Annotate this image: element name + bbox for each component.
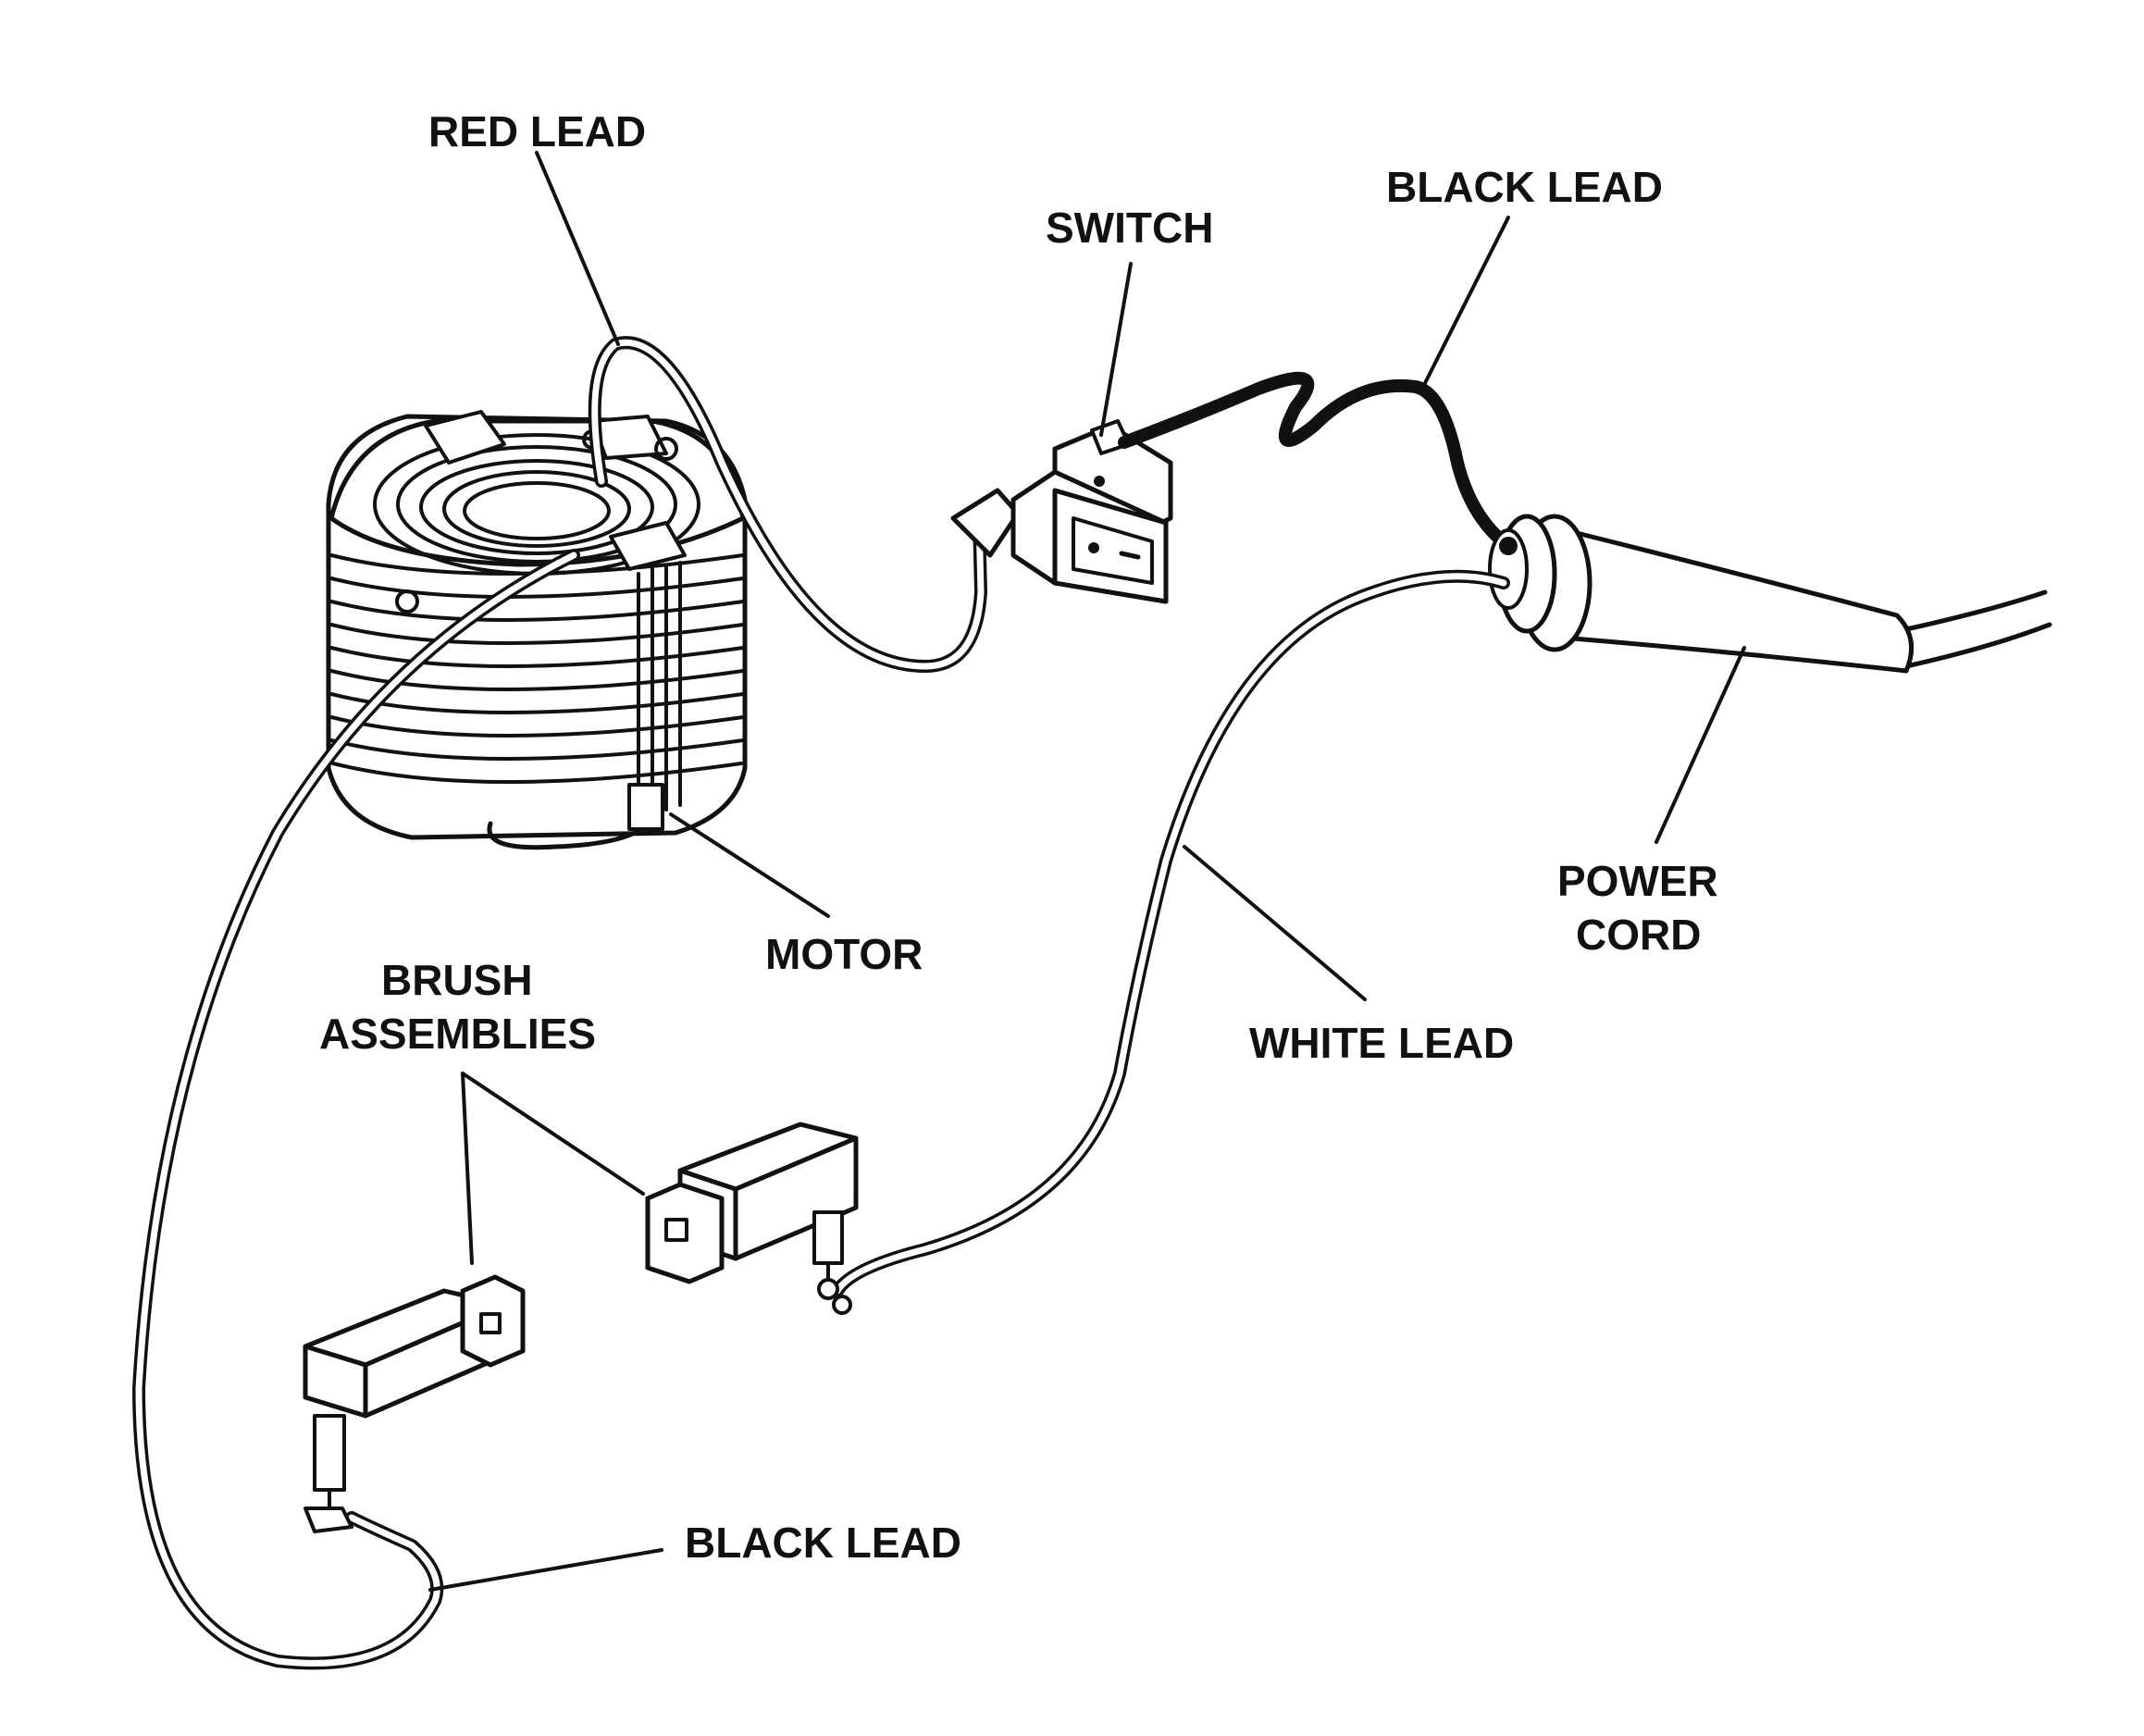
label-power-cord-line1: POWER [1557,857,1718,905]
brush-assembly-left [303,1274,526,1533]
label-power-cord-line2: CORD [1576,911,1701,959]
label-switch: SWITCH [1046,204,1213,252]
motor [326,410,748,850]
brush-assembly-right [645,1122,859,1315]
label-black-lead-bottom: BLACK LEAD [685,1519,961,1567]
black-lead-top-wire [1118,371,1515,552]
label-red-lead: RED LEAD [428,107,646,155]
switch [1010,419,1173,604]
spade-connector [950,488,1021,558]
label-white-lead: WHITE LEAD [1249,1019,1514,1067]
red-lead-wire [588,336,987,673]
label-brush-assemblies-line1: BRUSH [381,956,533,1004]
white-lead-wire [831,569,1510,1297]
power-cord [1488,514,2052,674]
label-black-lead-top: BLACK LEAD [1386,163,1663,211]
leader-lines [428,151,1746,1592]
label-motor: MOTOR [765,930,923,978]
label-brush-assemblies-line2: ASSEMBLIES [319,1010,596,1058]
